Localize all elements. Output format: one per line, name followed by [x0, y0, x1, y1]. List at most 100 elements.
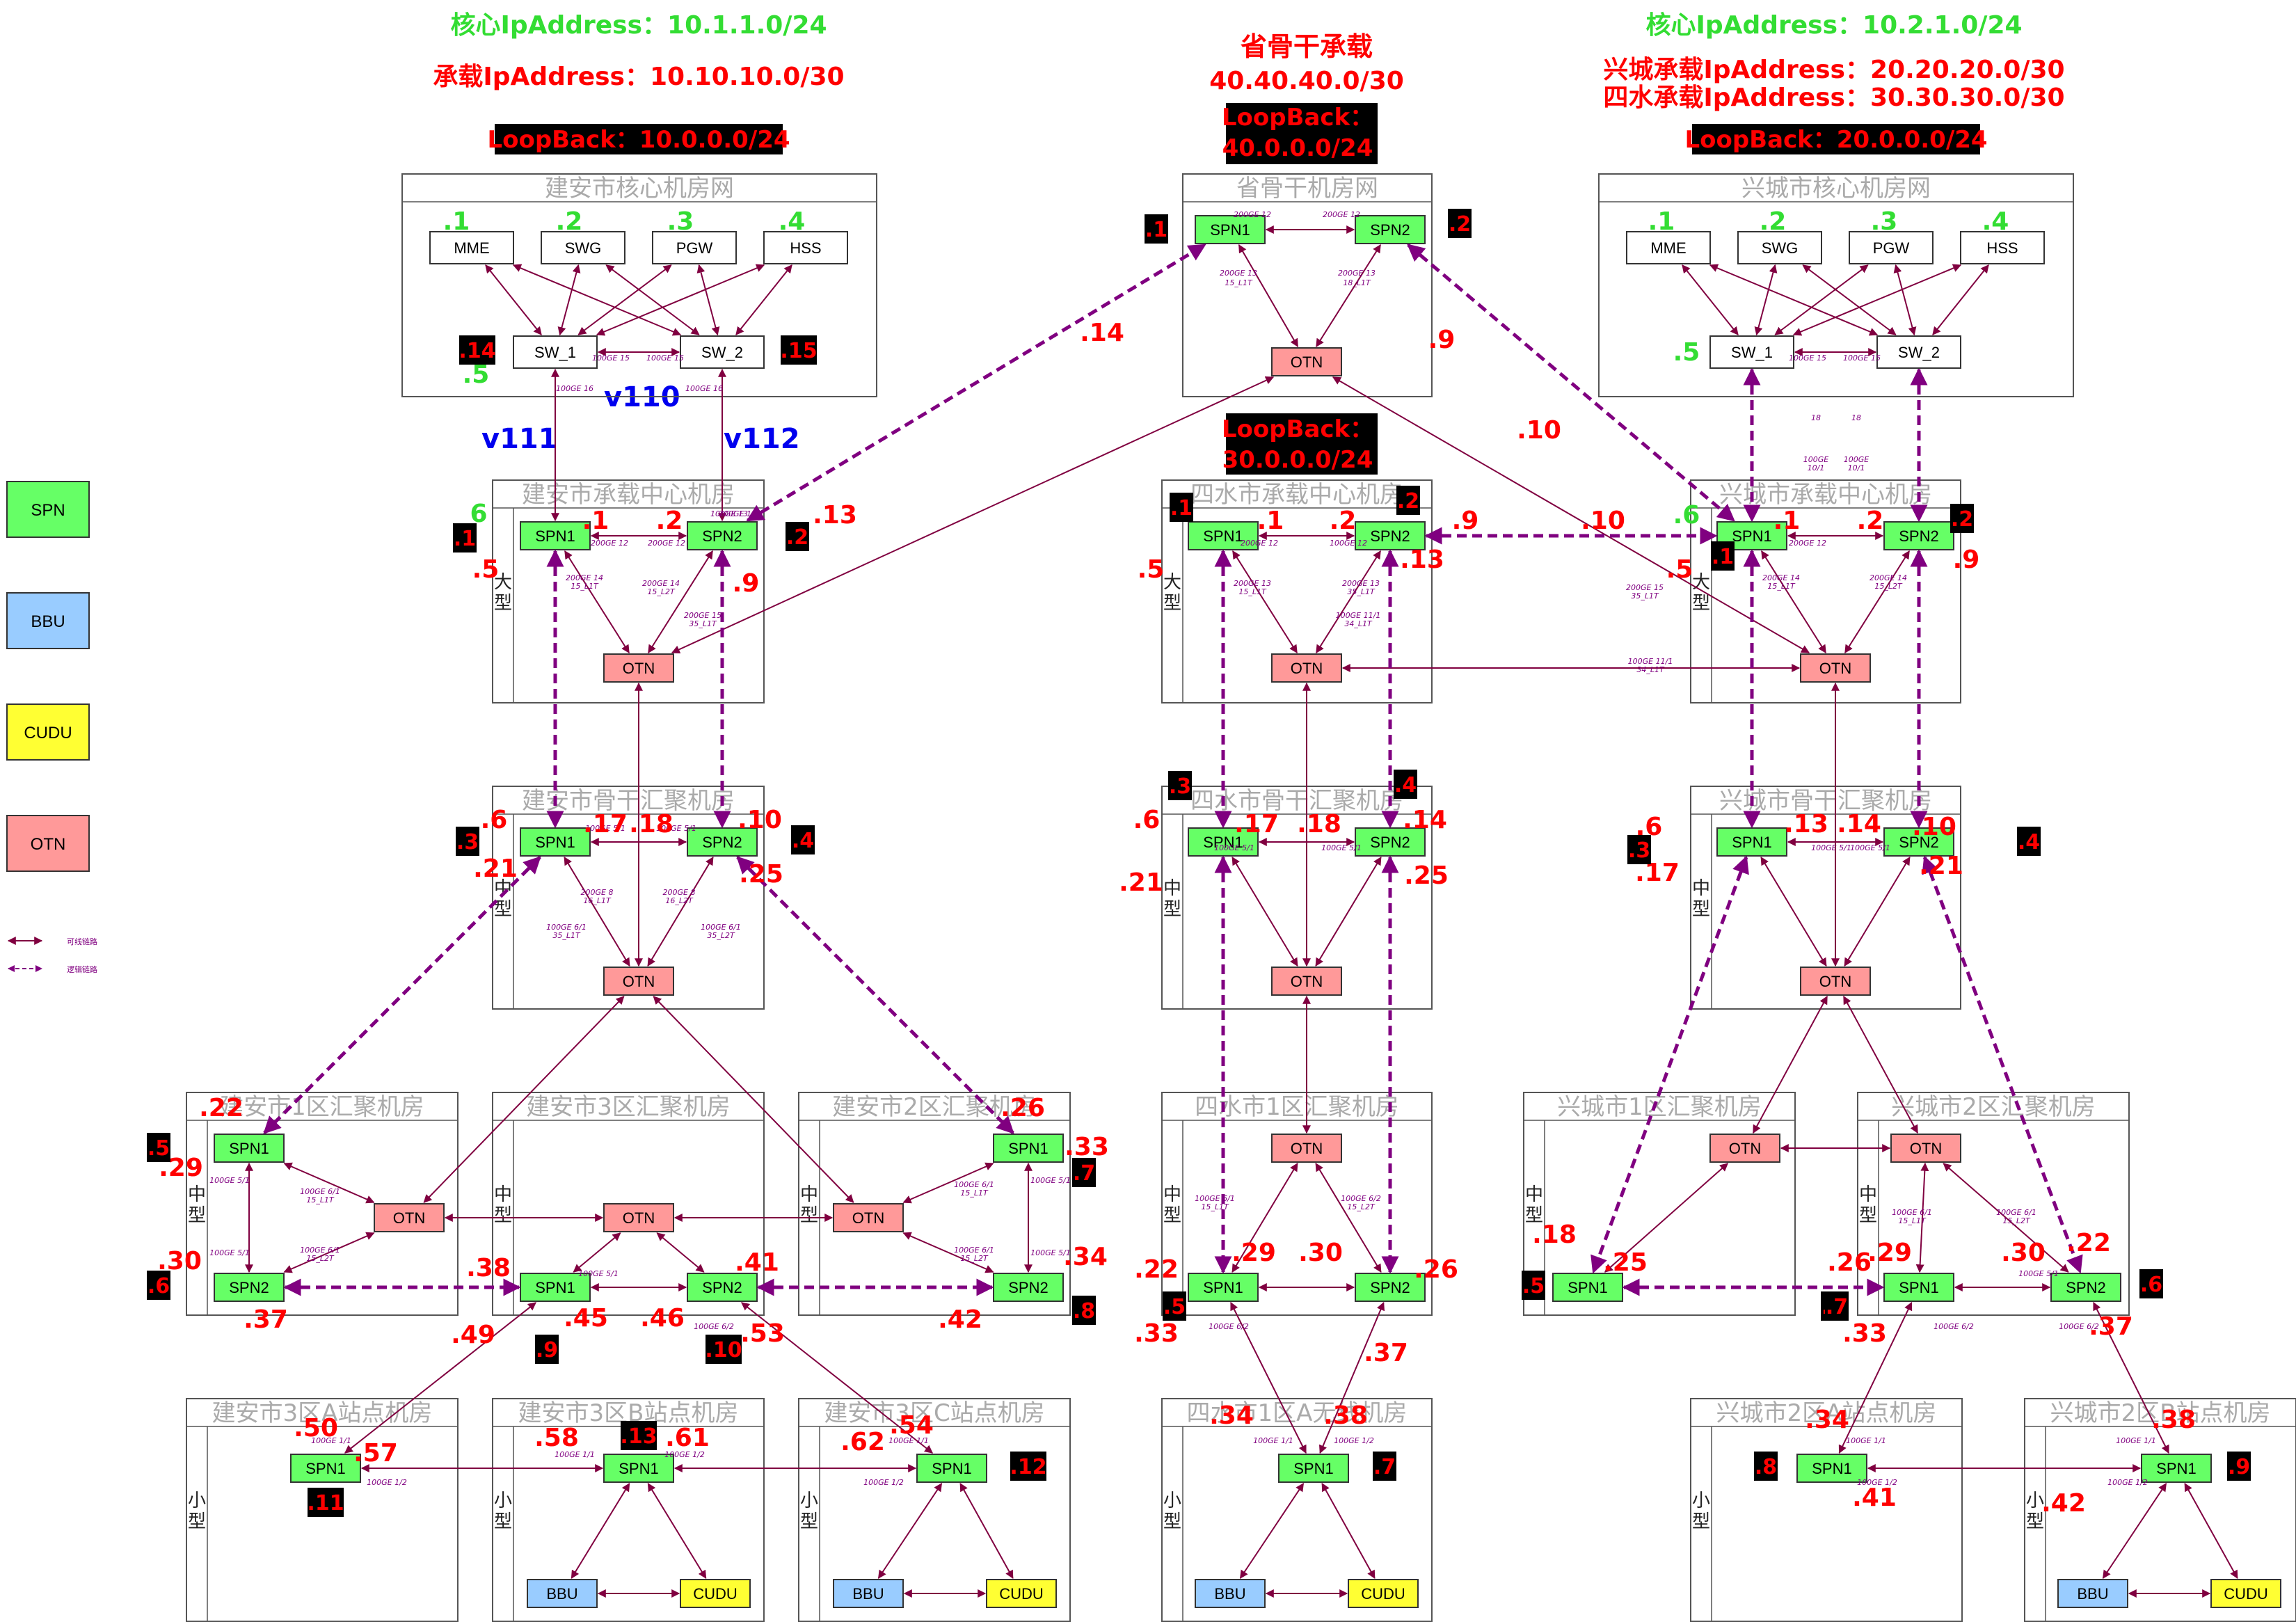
cudu-box — [986, 1579, 1057, 1608]
port-label: 100GE 16 — [685, 384, 723, 393]
node-ja_swg[interactable]: SWG — [541, 231, 625, 264]
room-size-label: 型 — [1525, 1205, 1543, 1226]
node-jc_cudu[interactable]: CUDU — [986, 1579, 1057, 1608]
node-ja_pgw[interactable]: PGW — [652, 231, 737, 264]
node-xc_sw2[interactable]: SW_2 — [1876, 335, 1961, 369]
node-j1_spn1[interactable]: SPN1 — [214, 1134, 285, 1163]
ip-label: .6 — [1673, 501, 1700, 530]
node-j3_otn[interactable]: OTN — [603, 1203, 674, 1232]
node-xc_pgw[interactable]: PGW — [1849, 231, 1934, 264]
ip-label: .2 — [1857, 507, 1884, 535]
port-label: 100GE 6/1 — [546, 923, 587, 932]
loopback-tag: .3 — [1168, 771, 1192, 800]
node-x2_spn1[interactable]: SPN1 — [1883, 1273, 1954, 1302]
node-j2_spn2[interactable]: SPN2 — [993, 1273, 1064, 1302]
node-ja_hss[interactable]: HSS — [763, 231, 848, 264]
node-sa_spn[interactable]: SPN1 — [1278, 1454, 1349, 1483]
node-xg_spn2[interactable]: SPN2 — [1883, 827, 1954, 857]
node-jg_spn1[interactable]: SPN1 — [520, 827, 591, 857]
node-s1_spn2[interactable]: SPN2 — [1355, 1273, 1426, 1302]
port-label: 34_L1T — [1636, 665, 1665, 674]
node-j1_spn2[interactable]: SPN2 — [214, 1273, 285, 1302]
node-xc_sw1[interactable]: SW_1 — [1709, 335, 1794, 369]
node-jb_otn[interactable]: OTN — [603, 653, 674, 683]
node-jb3_bbu[interactable]: BBU — [527, 1579, 598, 1608]
loopback-tag-bg — [1373, 1452, 1396, 1481]
node-s1_otn[interactable]: OTN — [1271, 1134, 1342, 1163]
node-pv_spn1[interactable]: SPN1 — [1195, 215, 1266, 244]
node-x1_spn1[interactable]: SPN1 — [1552, 1273, 1623, 1302]
node-pv_spn2[interactable]: SPN2 — [1355, 215, 1426, 244]
node-label: SPN1 — [1293, 1460, 1333, 1477]
node-sb_spn1[interactable]: SPN1 — [1188, 521, 1259, 550]
link-ja_swg-ja_sw1 — [557, 264, 581, 336]
loopback-tag: .6 — [2139, 1269, 2163, 1298]
node-x2_spn2[interactable]: SPN2 — [2050, 1273, 2121, 1302]
node-label: SPN2 — [1370, 221, 1410, 239]
node-sg_otn[interactable]: OTN — [1271, 967, 1342, 996]
node-j1_otn[interactable]: OTN — [374, 1203, 445, 1232]
port-label: 200GE 12 — [1241, 539, 1278, 548]
node-label: CUDU — [693, 1585, 738, 1603]
node-s1_spn1[interactable]: SPN1 — [1188, 1273, 1259, 1302]
node-ja_spn[interactable]: SPN1 — [290, 1454, 361, 1483]
room-size-label: 小 — [494, 1490, 512, 1511]
node-sa_cudu[interactable]: CUDU — [1348, 1579, 1419, 1608]
node-jc_bbu[interactable]: BBU — [833, 1579, 904, 1608]
node-sg_spn2[interactable]: SPN2 — [1355, 827, 1426, 857]
node-j2_spn1[interactable]: SPN1 — [993, 1134, 1064, 1163]
node-j3_spn1[interactable]: SPN1 — [520, 1273, 591, 1302]
ip-label: .21 — [473, 854, 518, 883]
port-label: 100GE 11/1 — [1628, 657, 1673, 666]
node-ja_sw2[interactable]: SW_2 — [680, 335, 765, 369]
node-sb_otn[interactable]: OTN — [1271, 653, 1342, 683]
node-xbs_cudu[interactable]: CUDU — [2210, 1579, 2281, 1608]
loopback-tag-label: .5 — [148, 1136, 170, 1161]
loopback-tag: .4 — [791, 825, 815, 854]
otn-box — [1800, 653, 1871, 683]
node-jb_spn1[interactable]: SPN1 — [520, 521, 591, 550]
node-xc_mme[interactable]: MME — [1626, 231, 1711, 264]
node-sg_spn1[interactable]: SPN1 — [1188, 827, 1259, 857]
loopback-tag: .1 — [1711, 541, 1735, 571]
port-label: 200GE 14 — [1762, 573, 1800, 582]
node-jb3_spn[interactable]: SPN1 — [603, 1454, 674, 1483]
ip-label: .34 — [1805, 1406, 1849, 1434]
loopback-tag: .2 — [1396, 486, 1420, 515]
node-pv_otn[interactable]: OTN — [1271, 347, 1342, 376]
node-jb3_cudu[interactable]: CUDU — [680, 1579, 751, 1608]
node-xb_otn[interactable]: OTN — [1800, 653, 1871, 683]
ip-label: .29 — [1867, 1239, 1912, 1267]
node-jc_spn[interactable]: SPN1 — [916, 1454, 987, 1483]
node-jg_spn2[interactable]: SPN2 — [687, 827, 758, 857]
node-label: SPN1 — [1210, 221, 1250, 239]
node-j2_otn[interactable]: OTN — [833, 1203, 904, 1232]
node-ja_mme[interactable]: MME — [429, 231, 514, 264]
node-x2_otn[interactable]: OTN — [1890, 1134, 1961, 1163]
spn-box — [687, 1273, 758, 1302]
node-jb_spn2[interactable]: SPN2 — [687, 521, 758, 550]
loopback-tag: .2 — [786, 522, 809, 551]
node-sa_bbu[interactable]: BBU — [1195, 1579, 1266, 1608]
spn-box — [993, 1273, 1064, 1302]
node-xbs_bbu[interactable]: BBU — [2057, 1579, 2128, 1608]
node-xg_spn1[interactable]: SPN1 — [1716, 827, 1787, 857]
link-ja_pgw-ja_sw1 — [577, 264, 672, 335]
node-xb_spn2[interactable]: SPN2 — [1883, 521, 1954, 550]
node-xc_swg[interactable]: SWG — [1737, 231, 1822, 264]
room-title: 四水市1区汇聚机房 — [1195, 1093, 1399, 1121]
node-xc_hss[interactable]: HSS — [1960, 231, 2045, 264]
node-x1_otn[interactable]: OTN — [1709, 1134, 1780, 1163]
node-jg_otn[interactable]: OTN — [603, 967, 674, 996]
link-sa_spn-sa_bbu — [1239, 1483, 1305, 1579]
node-label: BBU — [2077, 1585, 2108, 1603]
node-ja_sw1[interactable]: SW_1 — [513, 335, 598, 369]
node-xg_otn[interactable]: OTN — [1800, 967, 1871, 996]
ip-label: .38 — [466, 1254, 511, 1282]
node-xbs_spn[interactable]: SPN1 — [2141, 1454, 2212, 1483]
port-label: 15_L1T — [306, 1195, 335, 1204]
node-j3_spn2[interactable]: SPN2 — [687, 1273, 758, 1302]
node-sb_spn2[interactable]: SPN2 — [1355, 521, 1426, 550]
legend-cudu-label: CUDU — [24, 724, 72, 742]
node-xa_spn[interactable]: SPN1 — [1796, 1454, 1867, 1483]
